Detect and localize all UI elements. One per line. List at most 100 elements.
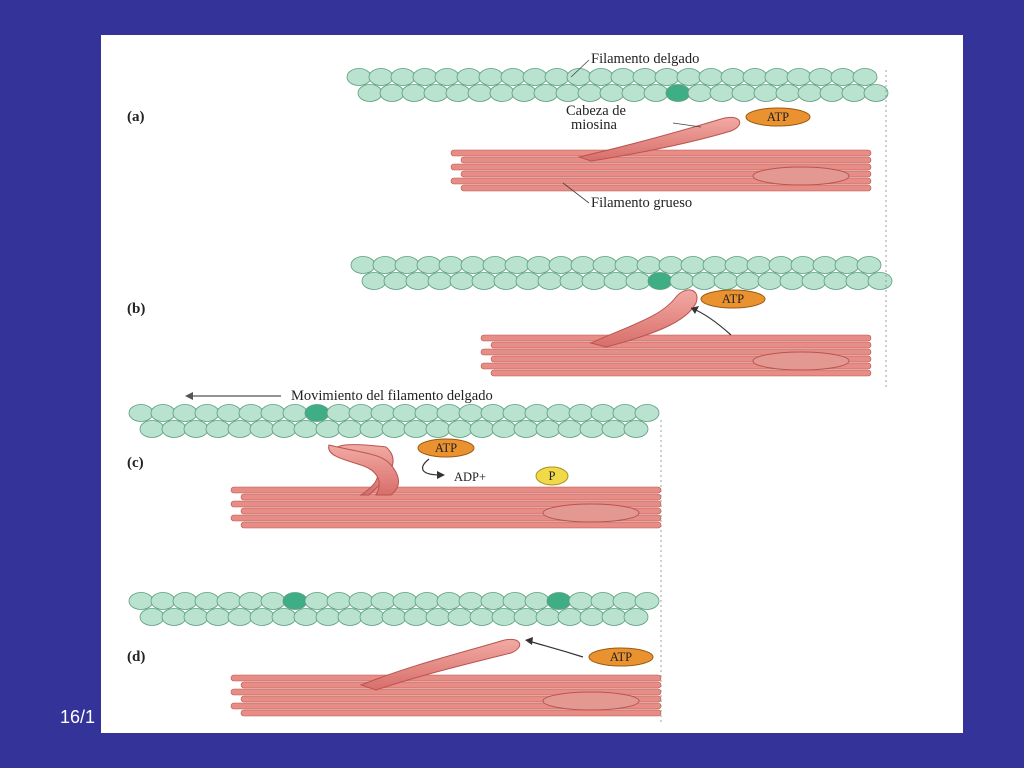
thick-filament-c — [230, 486, 662, 529]
actin-bead — [658, 256, 684, 274]
actin-bead — [445, 84, 471, 102]
label-thin-filament: Filamento delgado — [591, 51, 699, 67]
hydrolysis-arrow-c — [422, 458, 442, 476]
leader-thin-filament — [570, 59, 590, 78]
actin-binding-site — [304, 404, 330, 422]
actin-bead — [392, 404, 418, 422]
actin-bead — [867, 272, 893, 290]
actin-bead — [698, 68, 724, 86]
actin-binding-site — [546, 592, 572, 610]
actin-bead — [603, 272, 629, 290]
atp-approach-arrowhead-d — [525, 637, 533, 645]
actin-bead — [713, 272, 739, 290]
thick-filament-a — [450, 149, 872, 192]
actin-bead — [863, 84, 889, 102]
actin-bead — [546, 404, 572, 422]
actin-bead — [502, 404, 528, 422]
actin-bead — [524, 404, 550, 422]
actin-bead — [434, 68, 460, 86]
actin-bead — [348, 592, 374, 610]
actin-bead — [489, 84, 515, 102]
actin-bead — [768, 256, 794, 274]
actin-bead — [401, 84, 427, 102]
atp-chip-d — [588, 647, 654, 667]
actin-bead — [775, 84, 801, 102]
actin-bead — [535, 608, 561, 626]
actin-bead — [372, 256, 398, 274]
actin-bead — [568, 404, 594, 422]
actin-bead — [128, 404, 154, 422]
actin-bead — [623, 420, 649, 438]
myosin-strand — [240, 681, 662, 689]
actin-bead — [469, 608, 495, 626]
myosin-head-c-neck — [328, 444, 399, 496]
actin-bead — [524, 592, 550, 610]
actin-bead — [403, 420, 429, 438]
actin-bead — [577, 84, 603, 102]
actin-bead — [172, 404, 198, 422]
actin-bead — [348, 404, 374, 422]
actin-bead — [742, 68, 768, 86]
actin-bead — [447, 608, 473, 626]
actin-bead — [282, 404, 308, 422]
actin-bead — [676, 68, 702, 86]
actin-bead — [436, 592, 462, 610]
movement-arrowhead — [185, 392, 193, 400]
actin-bead — [687, 84, 713, 102]
myosin-strand — [240, 521, 662, 529]
actin-bead — [709, 84, 735, 102]
actin-bead — [533, 84, 559, 102]
actin-bead — [183, 608, 209, 626]
actin-bead — [425, 420, 451, 438]
thin-filament-b — [350, 256, 893, 290]
myosin-bundle-tail — [542, 503, 640, 523]
actin-bead — [370, 404, 396, 422]
actin-bead — [491, 420, 517, 438]
actin-bead — [599, 84, 625, 102]
actin-bead — [808, 68, 834, 86]
myosin-strand — [230, 486, 662, 494]
actin-bead — [227, 420, 253, 438]
actin-bead — [691, 272, 717, 290]
actin-bead — [293, 608, 319, 626]
atp-chip-a — [745, 107, 811, 127]
actin-bead — [271, 420, 297, 438]
actin-bead — [139, 608, 165, 626]
actin-bead — [194, 404, 220, 422]
myosin-bundle-tail — [542, 691, 640, 711]
actin-bead — [394, 256, 420, 274]
thick-filament-b — [480, 334, 872, 377]
actin-bead — [669, 272, 695, 290]
atp-chip-b-label: ATP — [722, 292, 744, 306]
actin-bead — [469, 420, 495, 438]
actin-bead — [515, 272, 541, 290]
thin-filament-a — [346, 68, 889, 102]
myosin-strand — [450, 149, 872, 157]
actin-bead — [315, 420, 341, 438]
myosin-head-d — [359, 639, 521, 691]
actin-bead — [183, 420, 209, 438]
actin-bead — [757, 272, 783, 290]
actin-bead — [504, 256, 530, 274]
actin-bead — [535, 420, 561, 438]
actin-bead — [625, 272, 651, 290]
actin-bead — [480, 404, 506, 422]
actin-bead — [449, 272, 475, 290]
actin-bead — [460, 256, 486, 274]
actin-bead — [852, 68, 878, 86]
actin-bead — [588, 68, 614, 86]
myosin-strand — [460, 156, 872, 164]
actin-bead — [370, 592, 396, 610]
myosin-strand — [240, 709, 662, 717]
actin-bead — [621, 84, 647, 102]
atp-chip-c — [417, 438, 475, 458]
myosin-bundle-tail — [752, 166, 850, 186]
actin-bead — [526, 256, 552, 274]
actin-bead — [841, 84, 867, 102]
actin-bead — [337, 420, 363, 438]
actin-bead — [337, 608, 363, 626]
atp-binding-arrow-b — [690, 307, 732, 336]
actin-bead — [359, 608, 385, 626]
phosphate-chip — [535, 466, 569, 486]
actin-bead — [513, 608, 539, 626]
